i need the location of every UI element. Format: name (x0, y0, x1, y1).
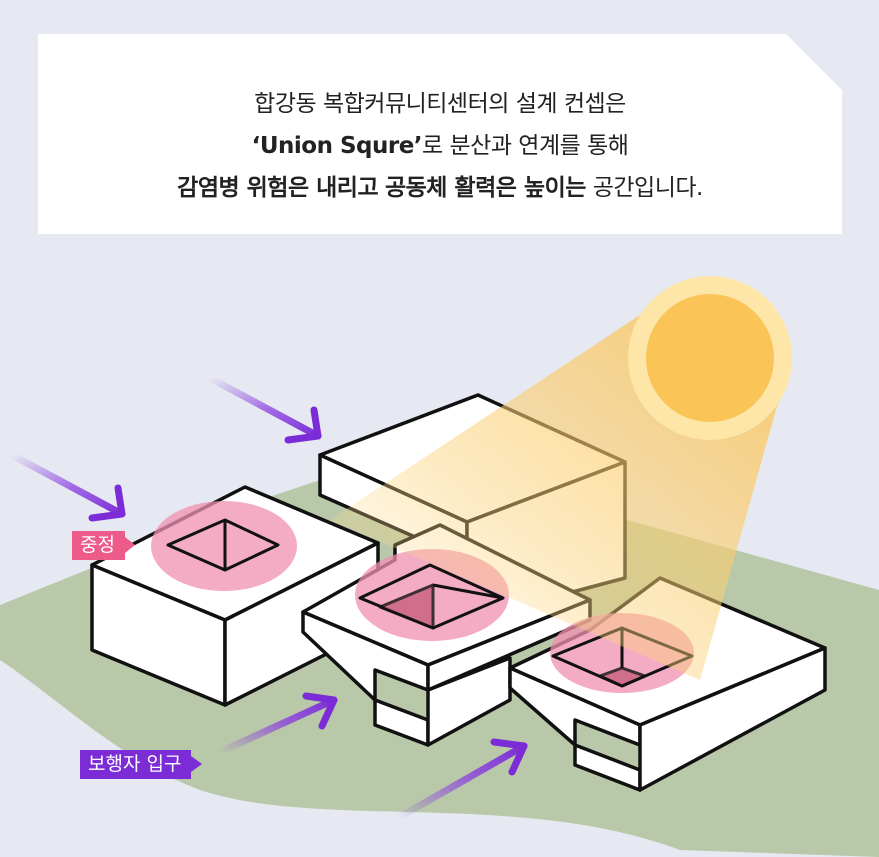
caption-bold-b: 공동체 활력은 높이는 (384, 175, 586, 201)
courtyard-label: 중정 (72, 531, 135, 560)
courtyard-void-2 (358, 563, 505, 630)
caption-line-2-rest: 로 분산과 연계를 통해 (422, 133, 629, 159)
caption-line-3: 감염병 위험은 내리고 공동체 활력은 높이는 공간입니다. (38, 168, 842, 202)
caption-bold-a: 감염병 위험은 내리고 (177, 175, 379, 201)
union-square-quote: ‘Union Squre’ (251, 133, 423, 159)
arrow-icon (216, 692, 338, 756)
concept-caption-box: 합강동 복합커뮤니티센터의 설계 컨셉은 ‘Union Squre’로 분산과 … (38, 34, 842, 234)
pedestrian-entrance-label: 보행자 입구 (80, 750, 203, 779)
arrow-icon (8, 451, 126, 522)
caption-line-1: 합강동 복합커뮤니티센터의 설계 컨셉은 (254, 91, 626, 117)
arrow-icon (206, 374, 322, 444)
sun-core (646, 294, 774, 422)
courtyard-void-1 (166, 518, 280, 572)
caption-line-2: ‘Union Squre’로 분산과 연계를 통해 (38, 126, 842, 160)
arrow-icon (394, 738, 528, 822)
caption-line-3-rest: 공간입니다. (592, 175, 704, 201)
